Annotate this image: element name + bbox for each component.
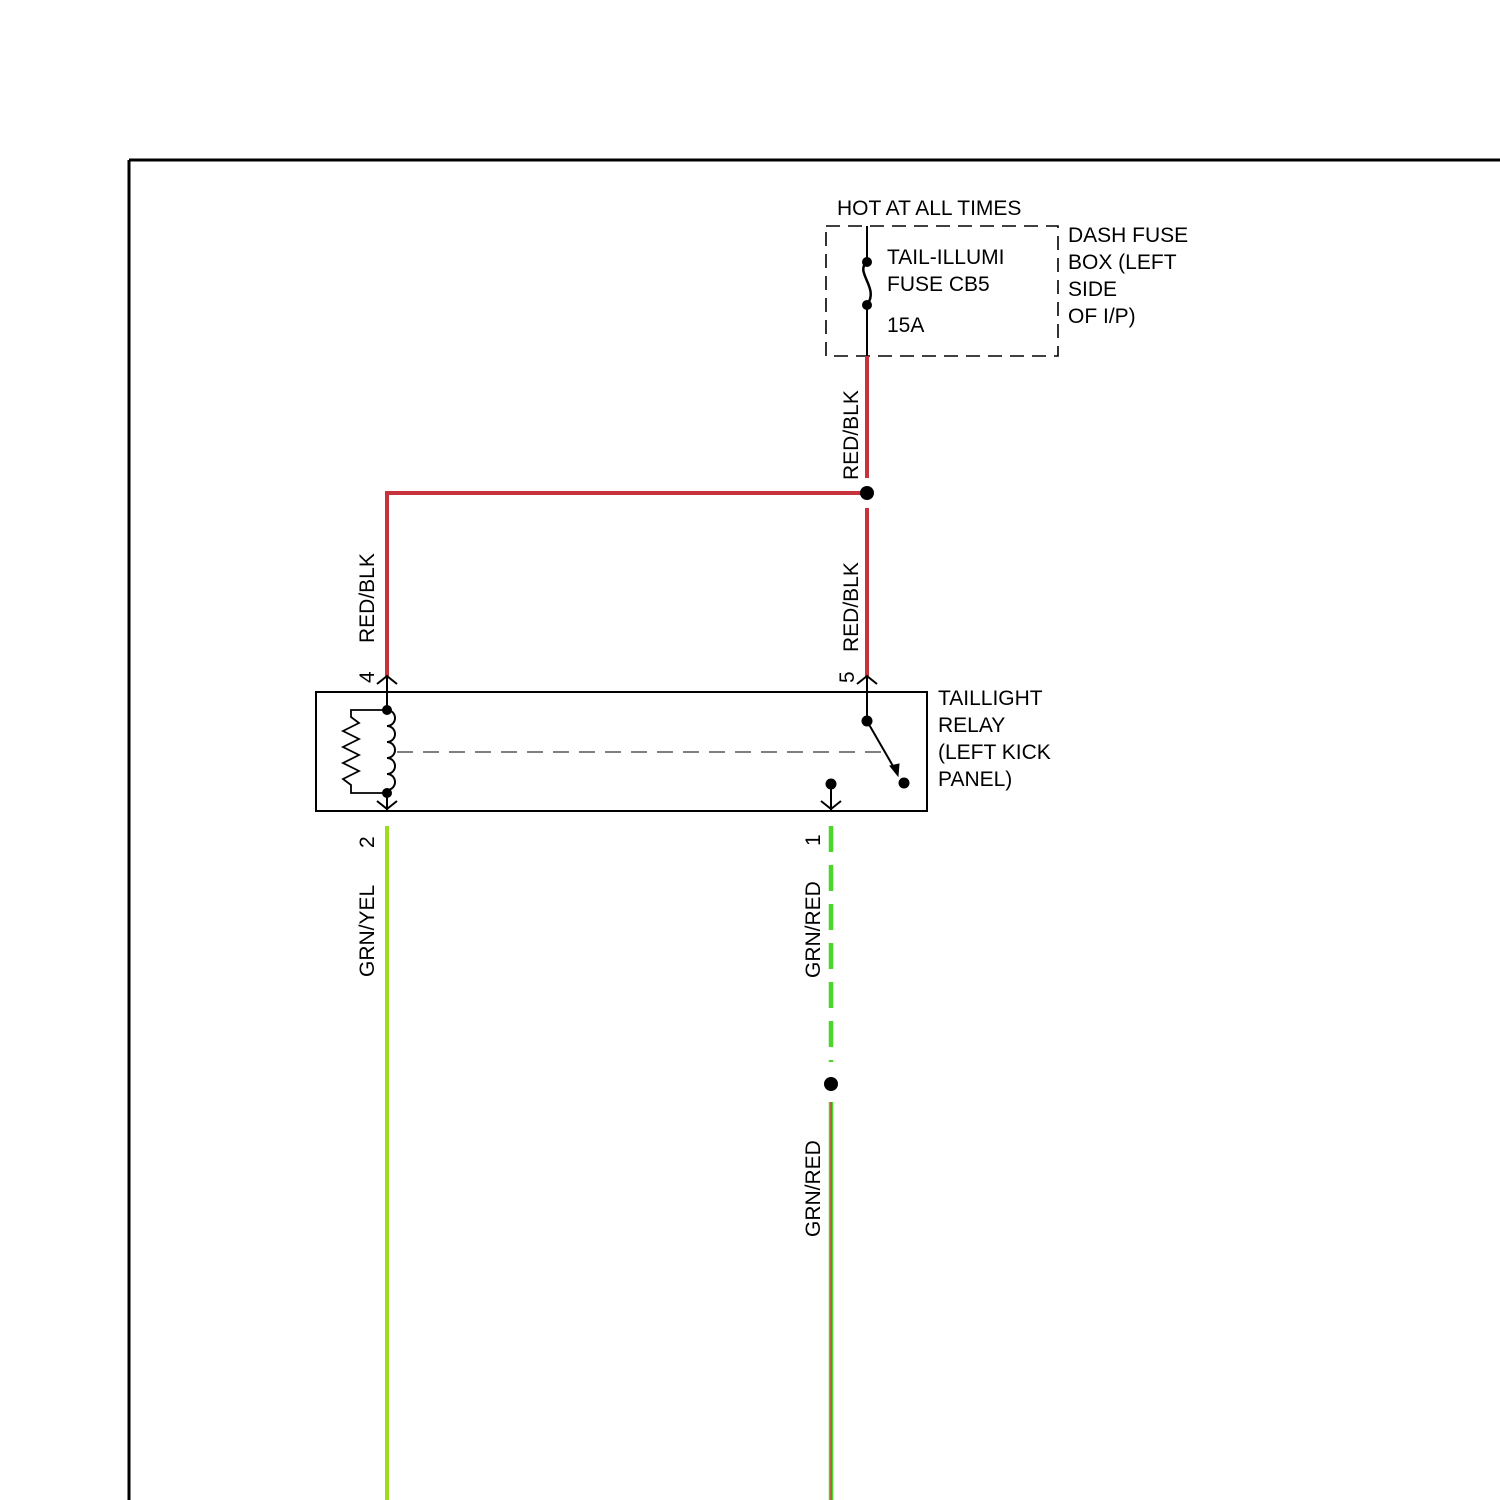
- wire-label-fuse-feed: RED/BLK: [840, 390, 863, 480]
- switch-arrow-head: [890, 764, 899, 776]
- fuse-symbol: [863, 262, 871, 305]
- fuse-box-location-line3: SIDE: [1068, 278, 1117, 301]
- page-frame: [129, 160, 1500, 1500]
- pin-number-1: 1: [802, 834, 825, 846]
- pin-number-5: 5: [836, 671, 859, 683]
- wire-label-coil-ground: GRN/YEL: [356, 885, 379, 977]
- wire-label-switch-feed: RED/BLK: [840, 562, 863, 652]
- splice-grn-red: [824, 1077, 838, 1091]
- taillight-relay: 4 5 2 1 TAILLIGHT RELAY (LEFT KICK PANEL…: [316, 671, 1051, 848]
- dash-fuse-box: HOT AT ALL TIMES TAIL-ILLUMI FUSE CB5 15…: [826, 197, 1188, 356]
- pin-number-2: 2: [356, 836, 379, 848]
- relay-coil: [387, 710, 395, 790]
- fuse-box-location-line4: OF I/P): [1068, 305, 1136, 328]
- relay-name-line2: RELAY: [938, 714, 1005, 737]
- pin-number-4: 4: [356, 671, 379, 683]
- fuse-box-location-line1: DASH FUSE: [1068, 224, 1188, 247]
- fuse-name-line1: TAIL-ILLUMI: [887, 246, 1004, 269]
- wire-label-switch-output-lower: GRN/RED: [802, 1140, 825, 1237]
- supply-label: HOT AT ALL TIMES: [837, 197, 1021, 220]
- fuse-rating: 15A: [887, 314, 924, 337]
- fuse-name-line2: FUSE CB5: [887, 273, 990, 296]
- wire-label-switch-output-upper: GRN/RED: [802, 881, 825, 978]
- splice-red-blk: [860, 486, 874, 500]
- red-blk-wiring: [387, 356, 867, 676]
- relay-name-line4: PANEL): [938, 768, 1012, 791]
- coil-resistor: [343, 710, 387, 793]
- fuse-box-location-line2: BOX (LEFT: [1068, 251, 1177, 274]
- switch-contact-terminal: [899, 778, 910, 789]
- relay-name-line3: (LEFT KICK: [938, 741, 1051, 764]
- wire-label-coil-feed: RED/BLK: [356, 553, 379, 643]
- relay-name-line1: TAILLIGHT: [938, 687, 1043, 710]
- wire-coil-feed: [387, 493, 862, 676]
